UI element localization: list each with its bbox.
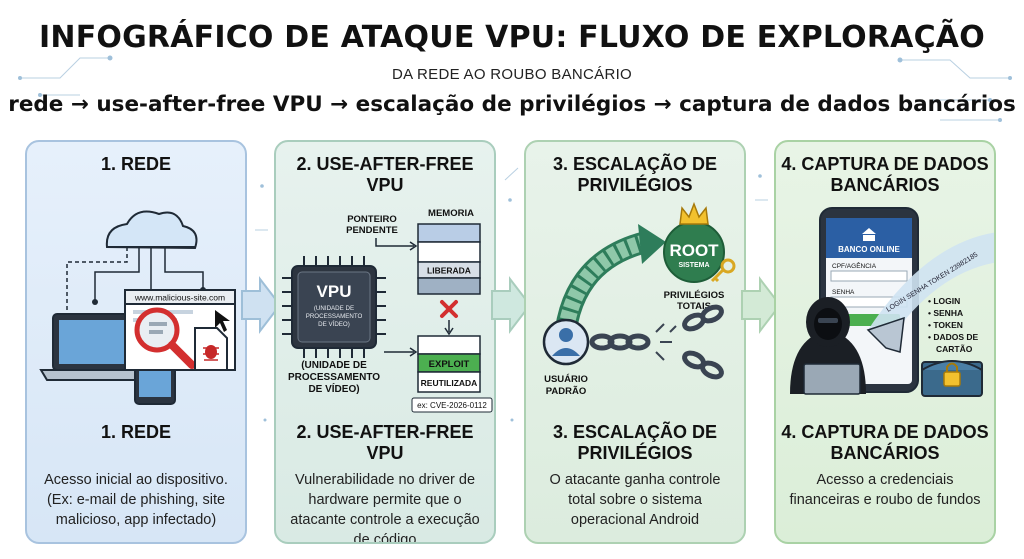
svg-text:CPF/AGÊNCIA: CPF/AGÊNCIA bbox=[832, 261, 877, 270]
page-subtitle: DA REDE AO ROUBO BANCÁRIO bbox=[391, 66, 633, 83]
broken-chain-icon bbox=[589, 304, 724, 380]
svg-text:(UNIDADE DE: (UNIDADE DE bbox=[301, 360, 367, 371]
hacker-icon bbox=[790, 297, 866, 395]
step-description: Acesso a credenciais financeiras e roubo… bbox=[789, 472, 981, 508]
network-illustration: www.malicious-site.com bbox=[39, 210, 236, 405]
cursor-icon bbox=[215, 310, 230, 332]
svg-text:(UNIDADE DE: (UNIDADE DE bbox=[314, 305, 354, 312]
svg-text:PROCESSAMENTO: PROCESSAMENTO bbox=[306, 313, 363, 320]
flow-arrow-icon bbox=[741, 276, 782, 334]
svg-text:• SENHA: • SENHA bbox=[928, 308, 963, 318]
svg-text:REUTILIZADA: REUTILIZADA bbox=[421, 378, 478, 388]
break-spark-icon bbox=[655, 323, 677, 361]
step-card-rede: 1. REDE www.mal bbox=[25, 140, 247, 544]
attack-flow-summary: rede → use-after-free VPU → escalação de… bbox=[8, 92, 1016, 117]
step-description: Acesso inicial ao dispositivo. (Ex: e-ma… bbox=[44, 472, 228, 528]
cloud-icon bbox=[105, 210, 198, 250]
key-icon bbox=[710, 258, 736, 283]
step-card-use-after-free: 2. USE-AFTER-FREE VPU VPU (UNIDADE DE PR… bbox=[274, 140, 496, 544]
svg-text:PENDENTE: PENDENTE bbox=[346, 225, 398, 236]
svg-text:VPU: VPU bbox=[317, 282, 352, 301]
locked-chest-icon bbox=[921, 360, 983, 397]
svg-text:TOTAIS: TOTAIS bbox=[677, 301, 711, 312]
step-card-captura: 4. CAPTURA DE DADOS BANCÁRIOS BANCO ONLI… bbox=[774, 140, 996, 544]
step-heading: 1. REDE bbox=[100, 154, 172, 174]
svg-text:PONTEIRO: PONTEIRO bbox=[347, 214, 397, 225]
svg-text:LIBERADA: LIBERADA bbox=[427, 266, 471, 276]
svg-text:MEMORIA: MEMORIA bbox=[428, 208, 474, 219]
cve-label: ex: CVE-2026-0112 bbox=[417, 401, 487, 410]
privilege-escalation-illustration: ROOT SISTEMA PRIVILÉGIOS TOTAIS USUÁRIO … bbox=[542, 202, 736, 397]
flow-arrow-icon bbox=[241, 276, 282, 334]
laptop-icon bbox=[39, 313, 149, 381]
svg-text:• LOGIN: • LOGIN bbox=[928, 296, 960, 306]
svg-text:PADRÃO: PADRÃO bbox=[546, 386, 586, 397]
svg-text:SENHA: SENHA bbox=[832, 289, 855, 296]
svg-text:CARTÃO: CARTÃO bbox=[936, 344, 973, 354]
user-icon bbox=[542, 318, 590, 366]
magnifier-icon bbox=[134, 307, 196, 369]
step-heading-bottom: 2. USE-AFTER-FREE VPU bbox=[296, 422, 474, 463]
crown-icon bbox=[679, 202, 709, 225]
page-title: INFOGRÁFICO DE ATAQUE VPU: FLUXO DE EXPL… bbox=[39, 20, 985, 55]
flow-arrow-icon bbox=[491, 276, 532, 334]
step-heading: 4. CAPTURA DE DADOS BANCÁRIOS bbox=[781, 154, 989, 195]
svg-text:USUÁRIO: USUÁRIO bbox=[544, 374, 588, 385]
data-stream bbox=[868, 232, 994, 342]
memory-block: LIBERADA bbox=[417, 223, 481, 295]
step-heading-bottom: 4. CAPTURA DE DADOS BANCÁRIOS bbox=[781, 422, 989, 463]
svg-text:DE VÍDEO): DE VÍDEO) bbox=[318, 321, 350, 328]
svg-text:BANCO ONLINE: BANCO ONLINE bbox=[838, 245, 900, 254]
svg-text:SISTEMA: SISTEMA bbox=[678, 262, 709, 269]
step-heading-bottom: 3. ESCALAÇÃO DE PRIVILÉGIOS bbox=[552, 422, 718, 463]
data-capture-illustration: BANCO ONLINE CPF/AGÊNCIA SENHA LOGIN SEN… bbox=[790, 207, 994, 397]
svg-text:ROOT: ROOT bbox=[669, 241, 719, 260]
root-badge: ROOT SISTEMA bbox=[663, 221, 725, 283]
svg-text:• TOKEN: • TOKEN bbox=[928, 320, 963, 330]
url-label: www.malicious-site.com bbox=[134, 293, 225, 303]
funnel-icon bbox=[866, 316, 905, 353]
svg-text:• DADOS DE: • DADOS DE bbox=[928, 332, 979, 342]
exploit-block: EXPLOIT REUTILIZADA bbox=[417, 335, 481, 393]
step-heading: 2. USE-AFTER-FREE VPU bbox=[296, 154, 474, 195]
step-description: Vulnerabilidade no driver de hardware pe… bbox=[290, 472, 480, 544]
step-card-escalacao: 3. ESCALAÇÃO DE PRIVILÉGIOS ROOT SISTEMA… bbox=[524, 140, 746, 544]
step-heading-bottom: 1. REDE bbox=[100, 422, 172, 442]
svg-text:EXPLOIT: EXPLOIT bbox=[429, 359, 470, 370]
step-description: O atacante ganha controle total sobre o … bbox=[549, 472, 721, 528]
svg-text:PRIVILÉGIOS: PRIVILÉGIOS bbox=[664, 290, 725, 301]
vpu-chip-icon: VPU (UNIDADE DE PROCESSAMENTO DE VÍDEO) bbox=[282, 256, 386, 358]
vpu-memory-illustration: VPU (UNIDADE DE PROCESSAMENTO DE VÍDEO) … bbox=[282, 208, 493, 413]
error-x-icon bbox=[440, 300, 458, 318]
infected-file-icon bbox=[194, 327, 228, 371]
svg-text:PROCESSAMENTO: PROCESSAMENTO bbox=[288, 372, 380, 383]
step-heading: 3. ESCALAÇÃO DE PRIVILÉGIOS bbox=[552, 154, 718, 195]
svg-text:DE VÍDEO): DE VÍDEO) bbox=[308, 382, 359, 395]
